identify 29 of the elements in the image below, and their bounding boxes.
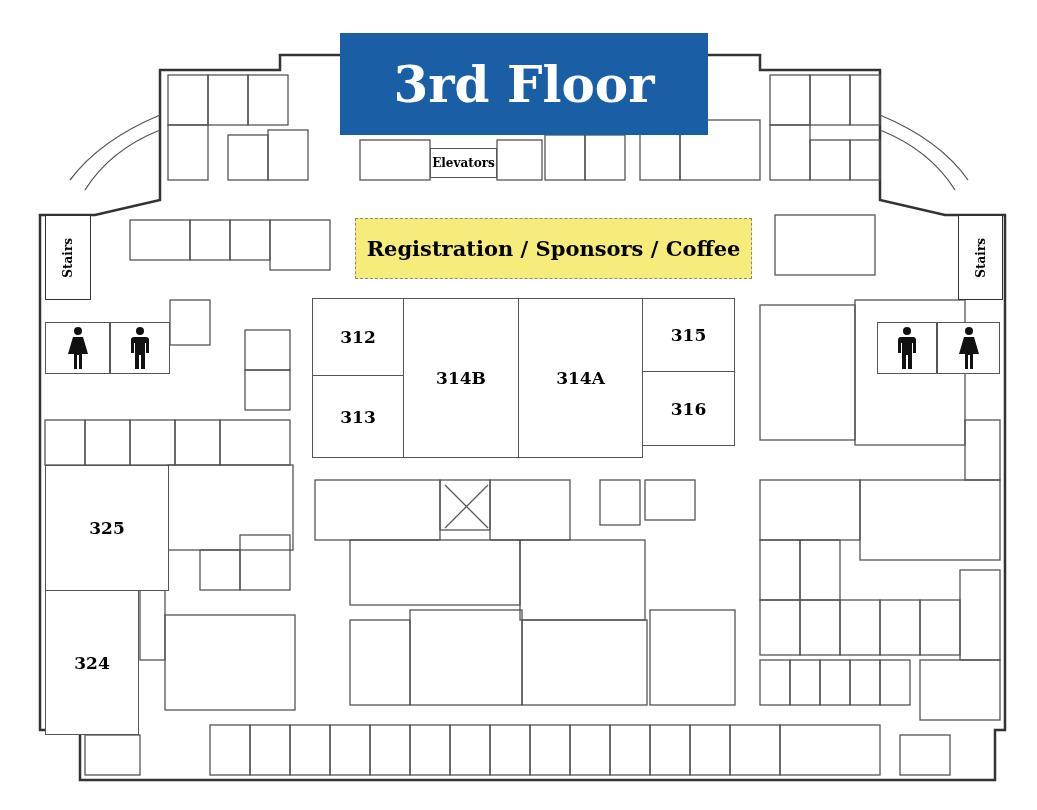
area-label: Registration / Sponsors / Coffee: [366, 236, 741, 261]
room: [642, 371, 735, 446]
stairs-label: Stairs: [61, 237, 75, 278]
room-number: 316: [670, 398, 707, 419]
men-restroom: [110, 322, 170, 374]
room: [312, 298, 404, 376]
room-number: 315: [670, 325, 707, 345]
title-banner: 3rd Floor: [340, 33, 708, 135]
elevators-label: Elevators: [432, 156, 495, 170]
room: [312, 375, 404, 458]
registration-band: [355, 218, 752, 279]
room-number: 313: [340, 406, 376, 427]
men-restroom: [877, 322, 937, 374]
room-number: 314B: [436, 368, 486, 388]
room-number: 314A: [556, 368, 605, 388]
women-restroom: [45, 322, 110, 374]
room: [518, 298, 643, 458]
stairwell: [958, 215, 1003, 300]
room-number: 312: [340, 327, 376, 347]
room-number: 325: [89, 518, 125, 538]
room: [403, 298, 519, 458]
stairs-label: Stairs: [973, 237, 988, 278]
women-restroom: [937, 322, 1000, 374]
elevator-label: [430, 148, 497, 178]
stairwell: [45, 215, 91, 300]
room: [45, 590, 139, 735]
room: [45, 465, 169, 591]
room: [642, 298, 735, 372]
room-number: 324: [74, 652, 110, 673]
